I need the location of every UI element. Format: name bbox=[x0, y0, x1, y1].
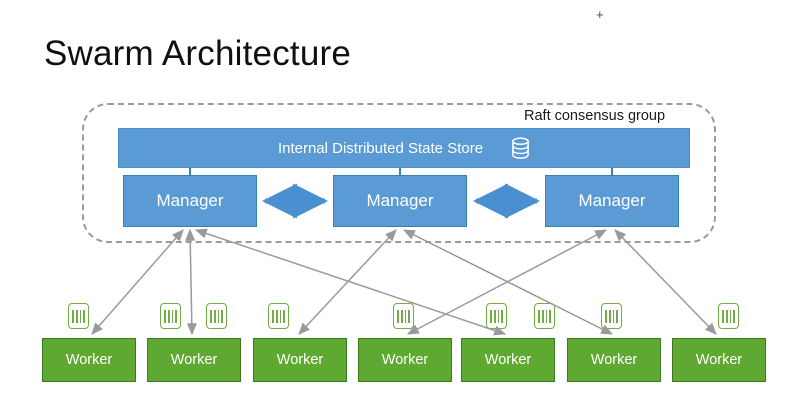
container-icon bbox=[160, 303, 181, 329]
container-icon bbox=[534, 303, 555, 329]
state-store-label: Internal Distributed State Store bbox=[277, 139, 484, 157]
container-icon bbox=[393, 303, 414, 329]
worker-node[interactable]: Worker bbox=[672, 338, 766, 382]
worker-label: Worker bbox=[590, 352, 638, 368]
worker-node[interactable]: Worker bbox=[253, 338, 347, 382]
worker-label: Worker bbox=[65, 352, 113, 368]
database-icon bbox=[511, 136, 530, 160]
internal-distributed-state-store[interactable]: Internal Distributed State Store bbox=[118, 128, 690, 168]
manager-node[interactable]: Manager bbox=[545, 175, 679, 227]
store-to-manager-connector bbox=[399, 168, 401, 176]
cursor-plus-icon: + bbox=[596, 7, 604, 22]
container-icon bbox=[601, 303, 622, 329]
container-icon bbox=[718, 303, 739, 329]
container-icon bbox=[268, 303, 289, 329]
manager-node[interactable]: Manager bbox=[333, 175, 467, 227]
container-icon bbox=[206, 303, 227, 329]
manager-label: Manager bbox=[156, 191, 224, 210]
worker-node[interactable]: Worker bbox=[567, 338, 661, 382]
container-icon bbox=[486, 303, 507, 329]
manager-label: Manager bbox=[578, 191, 646, 210]
manager-node[interactable]: Manager bbox=[123, 175, 257, 227]
worker-node[interactable]: Worker bbox=[358, 338, 452, 382]
worker-node[interactable]: Worker bbox=[147, 338, 241, 382]
worker-node[interactable]: Worker bbox=[461, 338, 555, 382]
worker-label: Worker bbox=[276, 352, 324, 368]
worker-label: Worker bbox=[695, 352, 743, 368]
worker-label: Worker bbox=[484, 352, 532, 368]
worker-label: Worker bbox=[381, 352, 429, 368]
worker-node[interactable]: Worker bbox=[42, 338, 136, 382]
store-to-manager-connector bbox=[611, 168, 613, 176]
store-to-manager-connector bbox=[189, 168, 191, 176]
container-icon bbox=[68, 303, 89, 329]
manager-label: Manager bbox=[366, 191, 434, 210]
raft-consensus-group-label: Raft consensus group bbox=[524, 108, 666, 124]
worker-label: Worker bbox=[170, 352, 218, 368]
page-title: Swarm Architecture bbox=[44, 34, 352, 73]
